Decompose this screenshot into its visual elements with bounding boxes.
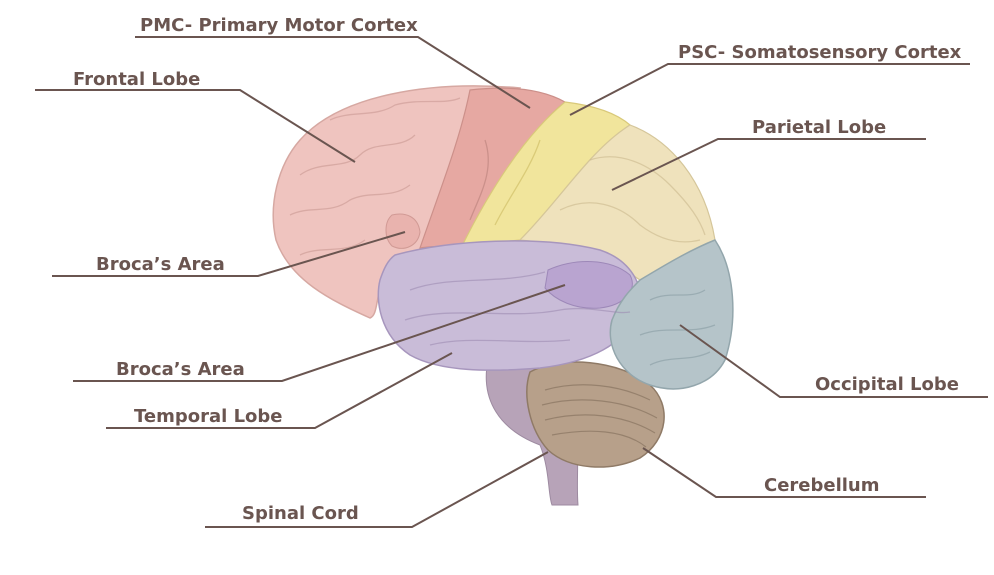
- broca-frontal-patch: [385, 213, 421, 249]
- leader-broca1: [52, 231, 406, 277]
- leader-occipital: [679, 324, 988, 398]
- leader-spinal: [205, 451, 549, 528]
- label-broca-2: Broca’s Area: [116, 359, 245, 380]
- leader-lines: [35, 36, 988, 528]
- leader-frontal: [35, 89, 356, 163]
- leader-temporal: [106, 352, 453, 429]
- label-occipital: Occipital Lobe: [815, 374, 959, 395]
- label-parietal: Parietal Lobe: [752, 117, 887, 138]
- label-pmc: PMC- Primary Motor Cortex: [140, 15, 418, 36]
- label-frontal: Frontal Lobe: [73, 69, 201, 90]
- gyri-texture: [289, 97, 716, 366]
- label-psc: PSC- Somatosensory Cortex: [678, 42, 962, 63]
- label-temporal: Temporal Lobe: [134, 406, 283, 427]
- leader-cerebellum: [642, 447, 926, 498]
- leader-parietal: [611, 138, 926, 191]
- label-spinal-cord: Spinal Cord: [242, 503, 359, 524]
- label-broca-1: Broca’s Area: [96, 254, 225, 275]
- occipital-lobe-shape: [609, 239, 734, 390]
- cerebellum-folia: [541, 384, 658, 448]
- label-cerebellum: Cerebellum: [764, 475, 880, 496]
- cerebellum-shape: [526, 361, 665, 468]
- leader-pmc: [135, 36, 531, 109]
- leader-psc: [569, 63, 970, 116]
- leader-broca2: [73, 284, 566, 382]
